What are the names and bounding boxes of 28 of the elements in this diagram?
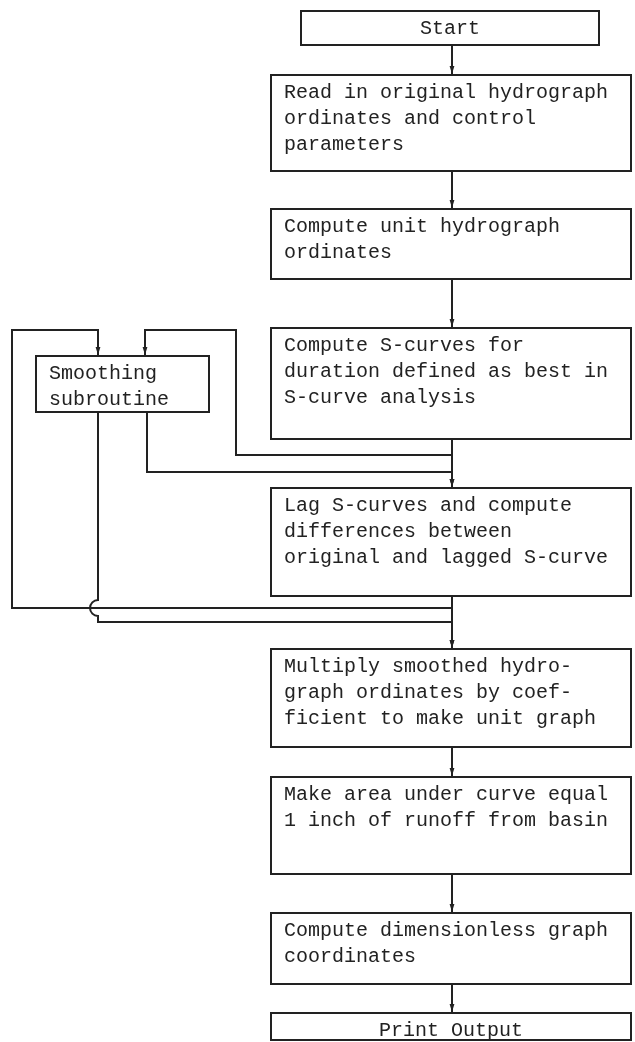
process-box — [300, 10, 600, 46]
box-text: Smoothing subroutine — [49, 361, 171, 413]
box-text: Lag S-curves and compute differences between original and lagged S-curve — [284, 493, 610, 571]
process-box — [270, 487, 632, 597]
process-box — [270, 327, 632, 440]
box-text: Start — [419, 16, 481, 42]
box-text: Compute S-curves for duration defined as best in S-curve analysis — [284, 333, 610, 411]
box-text: Compute unit hydrograph ordinates — [284, 214, 562, 266]
arrow — [11, 329, 453, 609]
arrow — [449, 279, 455, 328]
process-box — [270, 648, 632, 748]
process-box — [270, 776, 632, 875]
arrow — [142, 329, 453, 456]
box-text: Compute dimensionless graph coordinates — [284, 918, 610, 970]
box-text: Print Output — [378, 1018, 524, 1042]
process-box — [35, 355, 210, 413]
process-box — [270, 74, 632, 172]
process-box — [270, 208, 632, 280]
process-box — [270, 1012, 632, 1041]
box-text: Multiply smoothed hydro- graph ordinates by coef- ficient to make unit graph — [284, 654, 598, 732]
arrow — [449, 171, 455, 209]
arrow — [449, 984, 455, 1013]
arrow — [449, 45, 455, 75]
arrow — [449, 874, 455, 913]
process-box — [270, 912, 632, 985]
arrow — [449, 747, 455, 777]
box-text: Make area under curve equal 1 inch of runoff from basin — [284, 782, 610, 834]
box-text: Read in original hydrograph ordinates and control parameters — [284, 80, 610, 158]
